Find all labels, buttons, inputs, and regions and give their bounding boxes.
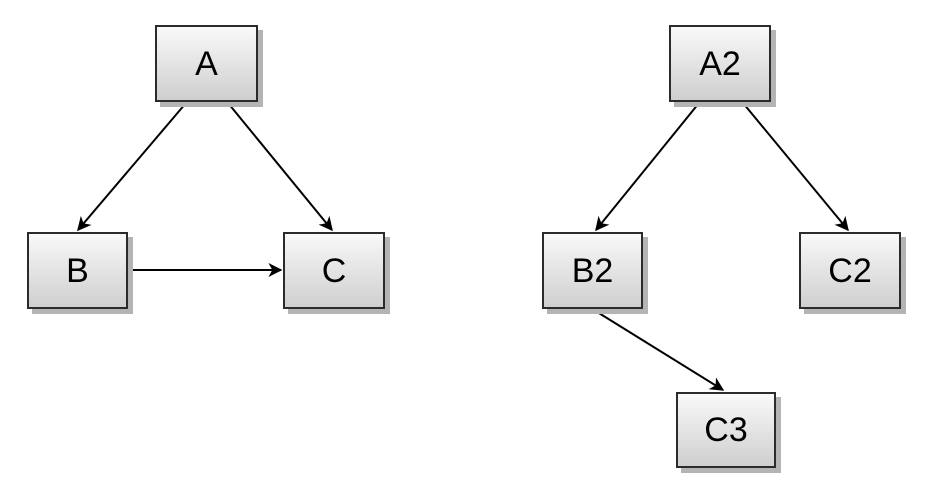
node-label-C3: C3 (704, 411, 748, 449)
node-C2: C2 (799, 232, 901, 309)
node-label-C2: C2 (828, 251, 872, 290)
node-label-C: C (321, 251, 347, 290)
edge-A2-to-C2 (742, 102, 849, 232)
node-label-A: A (195, 44, 218, 83)
edge-A-to-B (77, 102, 187, 232)
node-label-B: B (66, 251, 89, 290)
edge-A2-to-B2 (595, 102, 700, 232)
node-label-B2: B2 (571, 251, 614, 290)
node-C: C (283, 232, 385, 309)
node-A2: A2 (669, 25, 771, 102)
edges-group (77, 102, 849, 391)
node-A: A (155, 25, 258, 102)
node-label-A2: A2 (699, 44, 741, 83)
node-B: B (27, 232, 128, 309)
edge-B2-to-C3 (593, 309, 725, 391)
node-C3: C3 (676, 392, 776, 468)
node-B2: B2 (542, 232, 643, 309)
edge-A-to-C (227, 102, 333, 232)
